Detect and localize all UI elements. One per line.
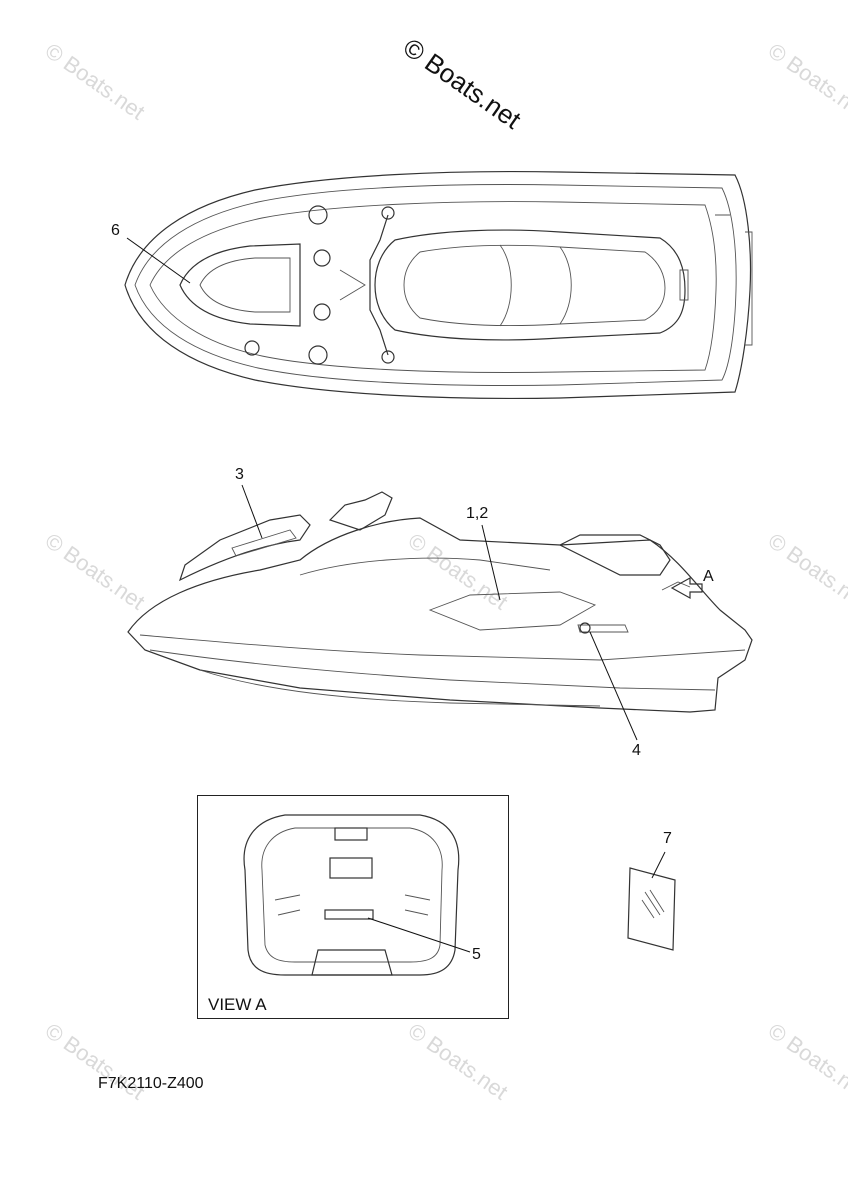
leader-1-2 [481, 524, 501, 601]
view-a-label: VIEW A [208, 995, 267, 1014]
callout-3: 3 [235, 466, 244, 483]
view-a-frame [197, 795, 509, 1019]
view-direction-label: A [703, 568, 714, 585]
leader-7 [651, 851, 666, 879]
callout-7: 7 [663, 830, 672, 847]
diagram-code: F7K2110-Z400 [98, 1075, 204, 1092]
callout-6: 6 [111, 222, 120, 239]
leader-3 [241, 484, 263, 539]
leader-5 [367, 917, 471, 953]
callout-4: 4 [632, 742, 641, 759]
top-view-hull [124, 170, 753, 400]
leader-6 [126, 237, 191, 284]
view-a-drawing [243, 814, 460, 976]
leader-4 [589, 631, 638, 741]
callout-1-2: 1,2 [466, 505, 489, 522]
side-view-hull [127, 491, 753, 713]
item-7-decal [627, 867, 676, 951]
callout-5: 5 [472, 946, 481, 963]
